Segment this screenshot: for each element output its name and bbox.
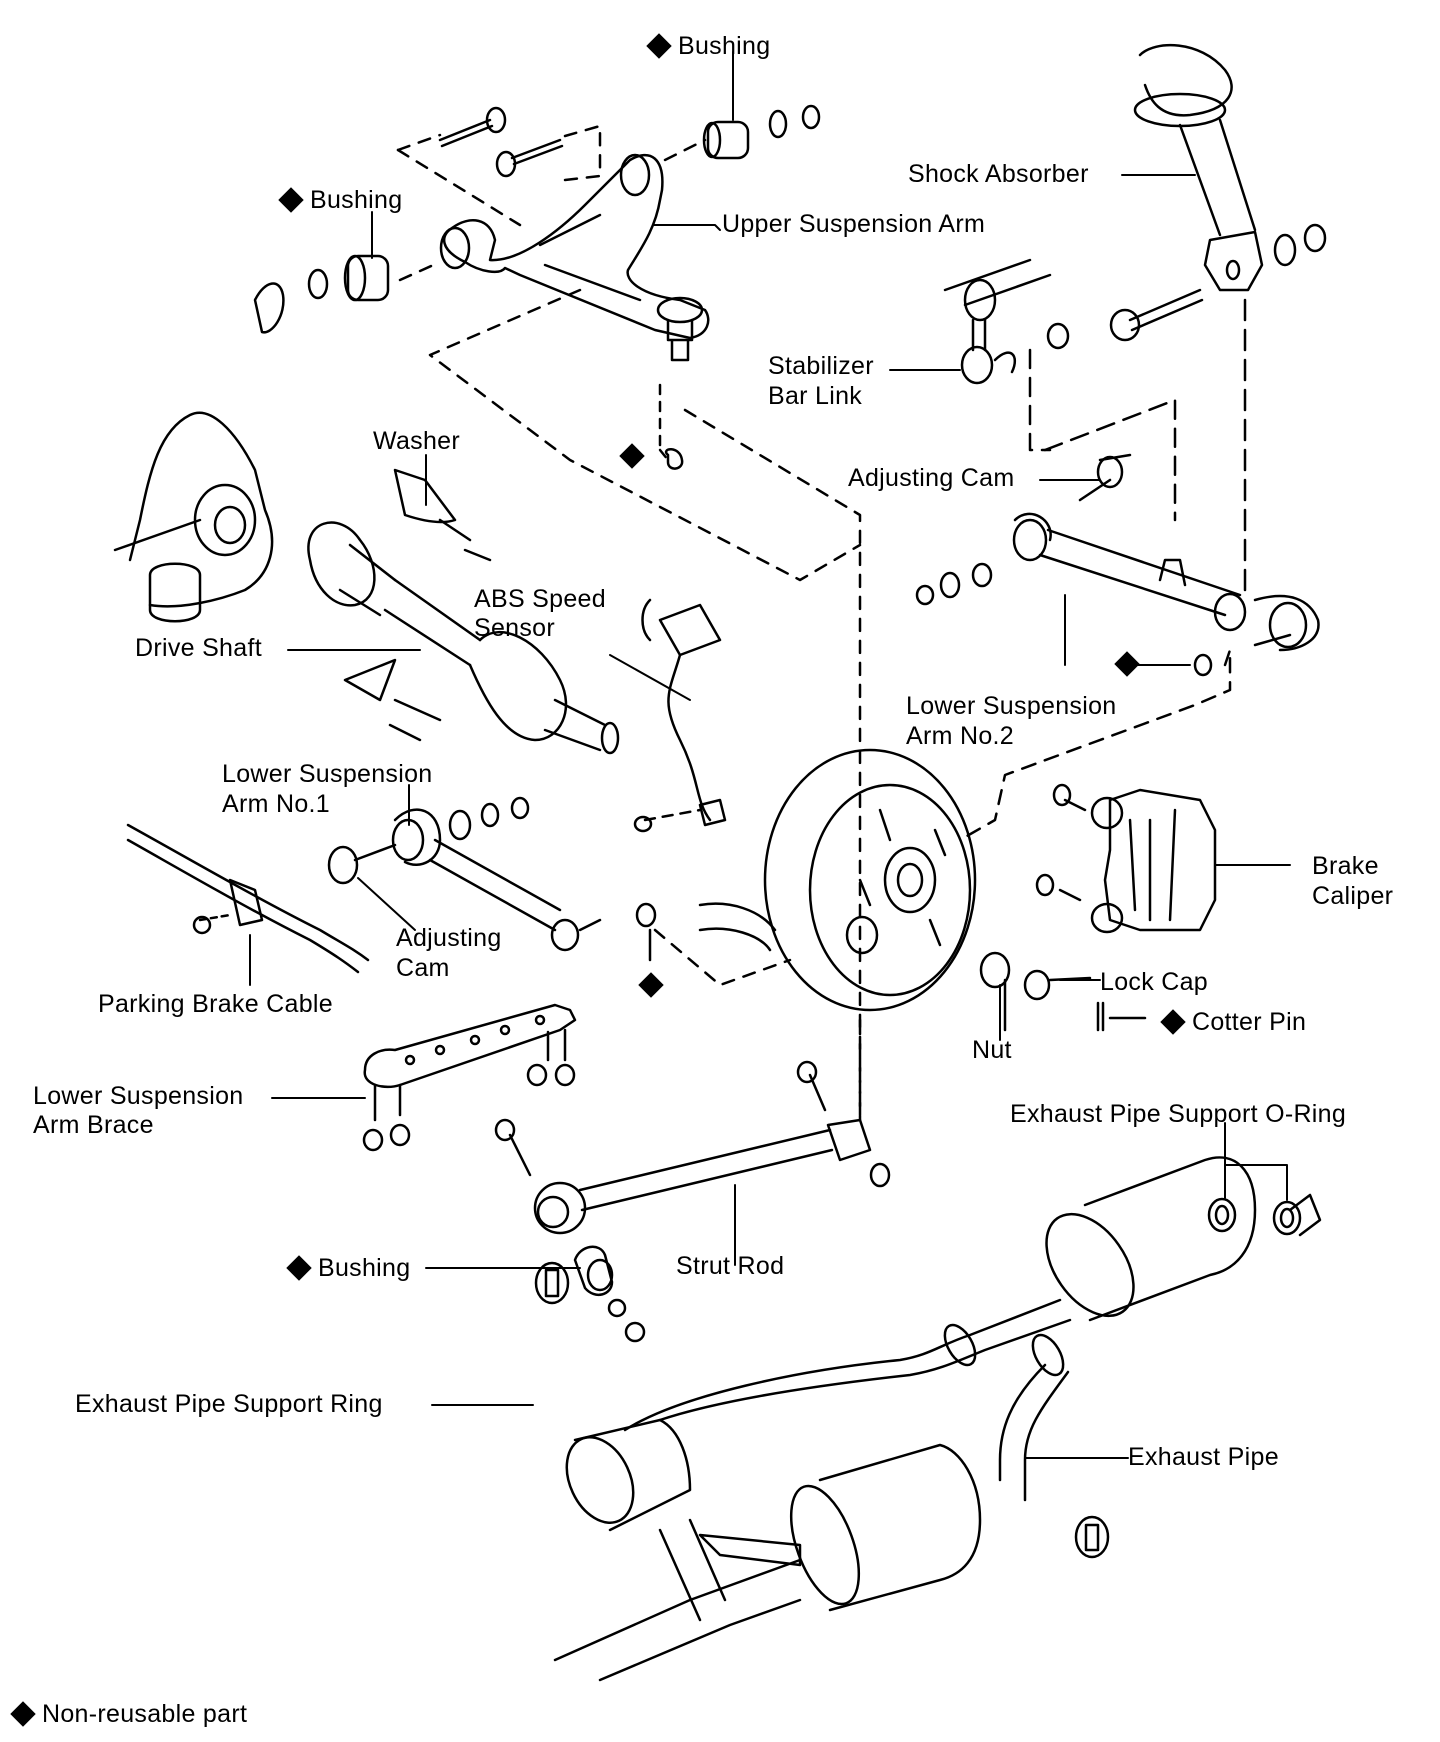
label-stabilizer-bar-link-line1: Stabilizer: [768, 352, 874, 380]
axle-carrier-part: [115, 413, 272, 621]
label-washer: Washer: [373, 427, 461, 455]
stabilizer-bar-link-part: [945, 260, 1175, 520]
parking-brake-cable-part: [128, 825, 368, 972]
label-lower-suspension-arm-brace-line1: Lower Suspension: [33, 1082, 244, 1110]
legend: Non-reusable part: [10, 1700, 247, 1729]
hub-fasteners-part: [981, 953, 1145, 1030]
strut-rod-part: [496, 1020, 889, 1233]
non-reusable-diamond-icon: [1160, 1009, 1186, 1036]
label-drive-shaft: Drive Shaft: [135, 634, 262, 662]
label-adjusting-cam-right: Adjusting Cam: [848, 464, 1015, 492]
leader-lines: [250, 52, 1290, 1458]
label-stabilizer-bar-link-line2: Bar Link: [768, 382, 863, 410]
label-abs-speed-sensor-line1: ABS Speed: [474, 585, 606, 613]
exhaust-system-part: [554, 1157, 1320, 1680]
upper-arm-hardware: [255, 106, 819, 469]
drive-shaft-part: [308, 470, 618, 753]
label-lower-suspension-arm-no1-line1: Lower Suspension: [222, 760, 433, 788]
non-reusable-diamond-icon: [286, 1255, 312, 1282]
label-exhaust-pipe-support-o-ring: Exhaust Pipe Support O-Ring: [1010, 1100, 1347, 1128]
label-bushing-top: Bushing: [646, 32, 770, 61]
label-parking-brake-cable: Parking Brake Cable: [98, 990, 333, 1018]
non-reusable-diamond-icon: [278, 187, 304, 214]
brake-backing-plate-part: [700, 750, 975, 1010]
label-lower-suspension-arm-no2-line2: Arm No.2: [906, 722, 1014, 750]
label-brake-caliper-line2: Caliper: [1312, 882, 1394, 910]
lower-suspension-arm-no1-part: [329, 798, 790, 985]
lower-suspension-arm-no2-part: [917, 455, 1318, 840]
label-lock-cap: Lock Cap: [1100, 968, 1209, 996]
assembly-lines-upper: [398, 126, 860, 1120]
legend-text: Non-reusable part: [42, 1700, 248, 1728]
upper-suspension-arm-part: [441, 155, 708, 360]
exhaust-support-rings-part: [536, 1199, 1300, 1557]
label-exhaust-pipe-support-ring: Exhaust Pipe Support Ring: [75, 1390, 383, 1418]
label-lower-suspension-arm-no2-line1: Lower Suspension: [906, 692, 1117, 720]
label-bushing-upper-left: Bushing: [278, 186, 402, 215]
strut-bushing-part: [575, 1247, 644, 1341]
non-reusable-diamond-icon: [646, 33, 672, 60]
label-strut-rod: Strut Rod: [676, 1252, 785, 1280]
label-adjusting-cam-left-line1: Adjusting: [396, 924, 502, 952]
label-cotter-pin: Cotter Pin: [1160, 1008, 1306, 1037]
label-exhaust-pipe: Exhaust Pipe: [1128, 1443, 1279, 1471]
label-brake-caliper-line1: Brake: [1312, 852, 1379, 880]
brake-caliper-part: [1037, 785, 1215, 932]
abs-speed-sensor-part: [635, 600, 725, 831]
label-lower-suspension-arm-no1-line2: Arm No.1: [222, 790, 330, 818]
label-bushing-strut: Bushing: [286, 1254, 410, 1283]
label-upper-suspension-arm: Upper Suspension Arm: [722, 210, 986, 238]
non-reusable-diamond-icon: [10, 1701, 36, 1728]
label-abs-speed-sensor-line2: Sensor: [474, 614, 556, 642]
label-adjusting-cam-left-line2: Cam: [396, 954, 450, 982]
label-nut: Nut: [972, 1036, 1012, 1064]
shock-absorber-part: [1111, 45, 1325, 590]
lower-suspension-arm-brace-part: [364, 1005, 575, 1150]
label-lower-suspension-arm-brace-line2: Arm Brace: [33, 1111, 154, 1139]
label-shock-absorber: Shock Absorber: [908, 160, 1089, 188]
